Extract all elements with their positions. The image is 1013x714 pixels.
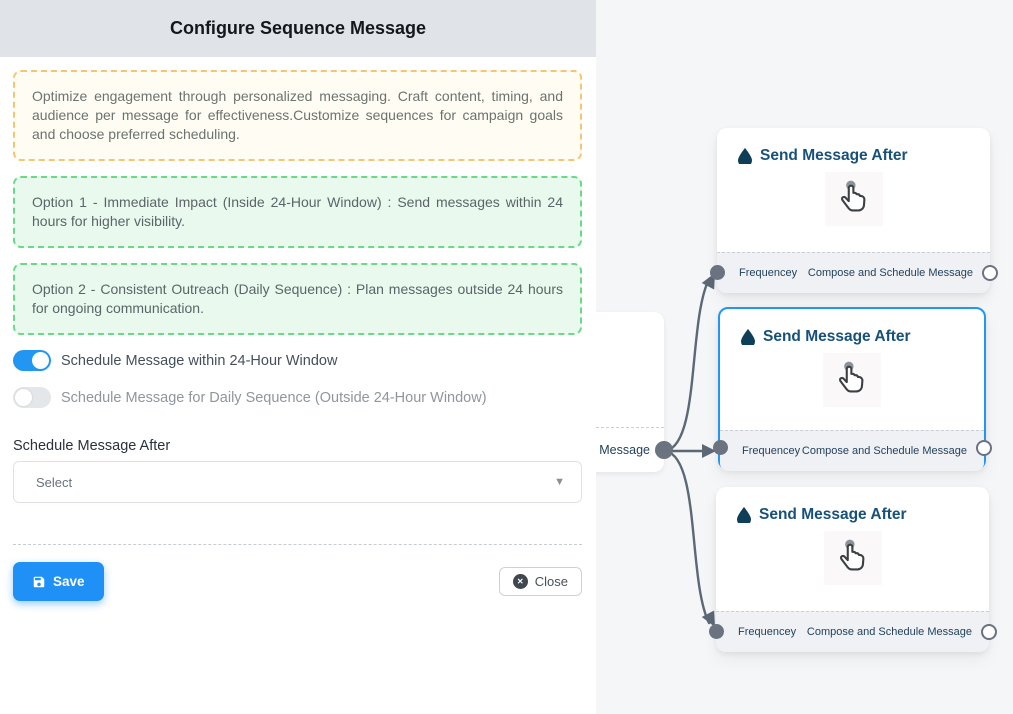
footer-divider bbox=[13, 544, 582, 545]
node-body bbox=[596, 312, 664, 428]
info-note: Optimize engagement through personalized… bbox=[13, 70, 582, 161]
toggle-row-24hour: Schedule Message within 24-Hour Window bbox=[13, 350, 582, 371]
water-drop-icon bbox=[737, 507, 751, 523]
configure-sequence-panel: Configure Sequence Message Optimize enga… bbox=[0, 0, 596, 601]
flow-edges bbox=[664, 273, 716, 627]
send-message-after-node-3[interactable]: Send Message After Frequencey Compose an… bbox=[709, 487, 997, 652]
edge-to-node3 bbox=[664, 449, 711, 625]
option2-note: Option 2 - Consistent Outreach (Daily Se… bbox=[13, 263, 582, 335]
panel-actions: Save ✕ Close bbox=[13, 562, 582, 601]
compose-schedule-label[interactable]: Compose and Schedule Message bbox=[801, 445, 967, 457]
chevron-down-icon: ▼ bbox=[554, 476, 565, 488]
toggle-daily-label: Schedule Message for Daily Sequence (Out… bbox=[61, 389, 487, 406]
panel-header: Configure Sequence Message bbox=[0, 0, 596, 57]
schedule-after-select[interactable]: Select ▼ bbox=[13, 461, 582, 503]
close-icon: ✕ bbox=[512, 574, 528, 589]
frequency-label[interactable]: Frequencey bbox=[738, 626, 797, 638]
close-button[interactable]: ✕ Close bbox=[498, 567, 582, 596]
node-title-row: Send Message After bbox=[717, 128, 990, 165]
node-title: Send Message After bbox=[763, 328, 911, 345]
node-title-row: Send Message After bbox=[716, 487, 989, 524]
node-footer: Frequencey Compose and Schedule Message bbox=[717, 252, 990, 293]
close-button-label: Close bbox=[534, 574, 568, 589]
node-title-row: Send Message After bbox=[720, 309, 984, 346]
node-body: Send Message After bbox=[716, 487, 989, 611]
send-message-after-node-2[interactable]: Send Message After Frequencey Compose an… bbox=[713, 307, 992, 471]
node-footer: Frequencey Compose and Schedule Message bbox=[720, 430, 984, 471]
toggle-24hour-label: Schedule Message within 24-Hour Window bbox=[61, 352, 338, 369]
arrowhead-node3 bbox=[701, 610, 715, 627]
sequence-message-node-partial[interactable]: ce Message bbox=[596, 312, 673, 472]
save-button[interactable]: Save bbox=[13, 562, 104, 601]
target-handle[interactable] bbox=[710, 265, 725, 280]
save-button-label: Save bbox=[53, 574, 85, 589]
edge-to-node1 bbox=[664, 277, 711, 453]
panel-body: Optimize engagement through personalized… bbox=[0, 57, 596, 601]
node-title: Send Message After bbox=[759, 506, 907, 523]
node-footer: ce Message bbox=[596, 428, 664, 471]
page-title: Configure Sequence Message bbox=[169, 18, 427, 38]
toggle-knob bbox=[15, 389, 32, 406]
node-body: Send Message After bbox=[720, 309, 984, 430]
toggle-knob bbox=[32, 352, 49, 369]
node-footer-label: ce Message bbox=[596, 442, 650, 457]
water-drop-icon bbox=[741, 329, 755, 345]
target-handle[interactable] bbox=[713, 440, 728, 455]
toggle-daily-sequence[interactable] bbox=[13, 387, 51, 408]
output-handle[interactable] bbox=[981, 624, 997, 640]
target-handle[interactable] bbox=[709, 624, 724, 639]
save-icon bbox=[33, 576, 45, 587]
send-message-after-node-1[interactable]: Send Message After Frequencey Compose an… bbox=[710, 128, 998, 293]
node-body: Send Message After bbox=[717, 128, 990, 252]
hand-cursor-icon[interactable] bbox=[823, 531, 882, 585]
option1-note: Option 1 - Immediate Impact (Inside 24-H… bbox=[13, 176, 582, 248]
output-handle[interactable] bbox=[982, 265, 998, 281]
compose-schedule-label[interactable]: Compose and Schedule Message bbox=[806, 626, 972, 638]
source-handle[interactable] bbox=[655, 441, 673, 459]
compose-schedule-label[interactable]: Compose and Schedule Message bbox=[807, 267, 973, 279]
toggle-24hour-window[interactable] bbox=[13, 350, 51, 371]
output-handle[interactable] bbox=[976, 440, 992, 456]
arrowhead-node2 bbox=[702, 444, 716, 458]
frequency-label[interactable]: Frequencey bbox=[742, 445, 801, 457]
flow-canvas[interactable]: ce Message Send Message After bbox=[596, 0, 1013, 714]
water-drop-icon bbox=[738, 148, 752, 164]
toggle-row-daily: Schedule Message for Daily Sequence (Out… bbox=[13, 387, 582, 408]
node-footer: Frequencey Compose and Schedule Message bbox=[716, 611, 989, 652]
schedule-after-label: Schedule Message After bbox=[13, 438, 171, 454]
frequency-label[interactable]: Frequencey bbox=[739, 267, 798, 279]
select-value: Select bbox=[36, 474, 73, 490]
hand-cursor-icon[interactable] bbox=[824, 172, 883, 226]
hand-cursor-icon[interactable] bbox=[823, 353, 881, 407]
node-title: Send Message After bbox=[760, 147, 908, 164]
